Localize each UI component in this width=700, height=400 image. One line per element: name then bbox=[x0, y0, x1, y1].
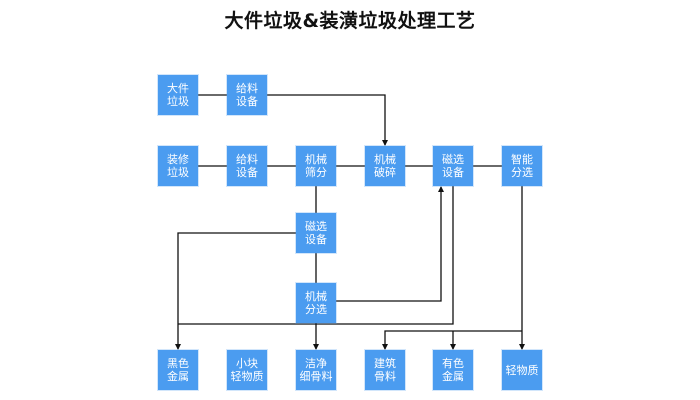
node-clean-fine: 洁净 细骨料 bbox=[296, 350, 336, 390]
edge-smart-building bbox=[382, 330, 522, 350]
edge-magsep1-collector bbox=[178, 186, 454, 325]
node-nonferrous-metal: 有色 金属 bbox=[433, 350, 473, 390]
node-feeder-1: 给料 设备 bbox=[227, 75, 267, 115]
node-small-light: 小块 轻物质 bbox=[227, 350, 267, 390]
node-building-aggregate: 建筑 骨料 bbox=[365, 350, 405, 390]
node-mech-crushing: 机械 破碎 bbox=[365, 146, 405, 186]
node-mech-sorting: 机械 分选 bbox=[296, 283, 336, 323]
diagram-title: 大件垃圾&装潢垃圾处理工艺 bbox=[224, 10, 476, 32]
node-ferrous-metal: 黑色 金属 bbox=[158, 350, 198, 390]
node-feeder-2: 给料 设备 bbox=[227, 146, 267, 186]
edge-feeder1-crushing bbox=[267, 94, 388, 146]
node-bulky-waste: 大件 垃圾 bbox=[158, 75, 198, 115]
node-light-material: 轻物质 bbox=[502, 350, 542, 390]
node-mech-screening: 机械 筛分 bbox=[296, 146, 336, 186]
node-decoration-waste: 装修 垃圾 bbox=[158, 146, 198, 186]
edge-magsep2-ferrous bbox=[175, 232, 296, 350]
node-magnetic-sep-1: 磁选 设备 bbox=[433, 146, 473, 186]
edge-mechsort-magsep1 bbox=[336, 186, 444, 302]
node-smart-sorting: 智能 分选 bbox=[502, 146, 542, 186]
node-magnetic-sep-2: 磁选 设备 bbox=[296, 213, 336, 253]
